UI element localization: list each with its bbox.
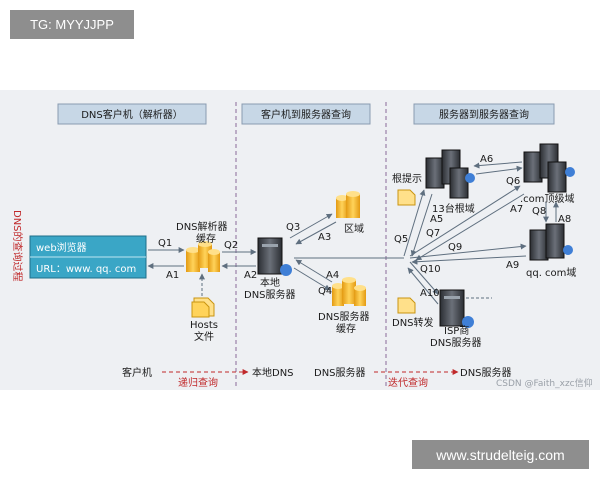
label-q7: Q7 [426,228,440,239]
dns-server-cache-icon [332,277,366,306]
label-a5: A5 [430,214,443,225]
label-a8: A8 [558,214,571,225]
arrow-a9 [411,255,527,265]
zone-icon [336,191,360,218]
web-browser: web浏览器 URL：www. qq. com [29,235,147,279]
section-header-server-server: 服务器到服务器查询 [413,103,555,125]
zone-label: 区域 [344,222,364,235]
label-a10: A10 [420,288,440,299]
label-a3: A3 [318,232,331,243]
arrow-q5 [403,189,426,257]
root-hint-icon [397,189,416,206]
footer-client: 客户机 [122,366,152,379]
com-domain-servers-icon [523,143,575,193]
local-dns-label-1: 本地 [260,276,280,289]
credit: CSDN @Faith_xzc信仰 [496,377,593,389]
qq-domain-label: qq. com域 [526,266,576,279]
arrow-q9 [409,243,527,259]
label-q8: Q8 [532,206,546,217]
arrow-q10 [409,261,439,295]
section-header-client: DNS客户机（解析器） [57,103,207,125]
svg-text:DNS客户机（解析器）: DNS客户机（解析器） [81,108,183,121]
label-a9: A9 [506,260,519,271]
label-a4: A4 [326,270,339,281]
top-tag: TG: MYYJJPP [10,10,134,39]
local-dns-label-2: DNS服务器 [244,288,296,301]
arrow-a7 [415,193,525,261]
root-domain-label: 13台根域 [432,202,475,215]
arrow-a6 [473,161,523,169]
side-title: DNS的查询过程 [11,210,24,282]
dns-cache-label-2: 缓存 [336,322,356,335]
label-q1: Q1 [158,238,172,249]
footer-dns-server: DNS服务器 [314,366,366,379]
hosts-label-1: Hosts [190,320,218,331]
label-q9: Q9 [448,242,462,253]
label-a7: A7 [510,204,523,215]
watermark: www.strudelteig.com [412,440,589,469]
section-header-client-server: 客户机到服务器查询 [241,103,371,125]
svg-text:服务器到服务器查询: 服务器到服务器查询 [439,108,529,121]
footer-iterative: 迭代查询 [388,376,428,389]
hosts-file-icon [191,297,215,318]
label-q3: Q3 [286,222,300,233]
label-q4: Q4 [318,286,332,297]
label-a6: A6 [480,154,493,165]
dns-forward-label: DNS转发 [392,316,434,329]
com-domain-label: .com顶级域 [520,192,575,205]
qq-domain-servers-icon [529,223,573,261]
svg-text:客户机到服务器查询: 客户机到服务器查询 [261,108,351,121]
dns-forward-icon [397,297,416,314]
label-q10: Q10 [420,264,441,275]
arrow-q6 [475,165,523,175]
label-q6: Q6 [506,176,520,187]
svg-text:web浏览器: web浏览器 [36,241,87,254]
arrow-a4 [295,259,333,283]
dns-query-diagram: DNS客户机（解析器） 客户机到服务器查询 服务器到服务器查询 DNS的查询过程… [0,90,600,390]
resolver-cache-label-1: DNS解析器 [176,220,228,233]
root-hint-label: 根提示 [392,172,422,185]
dns-cache-label-1: DNS服务器 [318,310,370,323]
footer-local-dns: 本地DNS [252,366,294,379]
label-a2: A2 [244,270,257,281]
arrow-q7 [409,185,521,257]
local-dns-server-icon [257,237,292,276]
footer-dns-server-2: DNS服务器 [460,366,512,379]
label-a1: A1 [166,270,179,281]
label-q2: Q2 [224,240,238,251]
arrow-a3 [295,221,337,245]
resolver-cache-label-2: 缓存 [196,232,216,245]
isp-dns-label-2: DNS服务器 [430,336,482,349]
root-domain-servers-icon [425,149,475,199]
arrow-q4 [293,267,331,291]
svg-text:URL：www. qq. com: URL：www. qq. com [36,264,136,275]
isp-dns-label-1: ISP商 [444,324,469,337]
label-q5: Q5 [394,234,408,245]
arrow-a10 [407,267,439,305]
resolver-cache-icon [186,241,220,272]
arrow-a5 [410,193,433,257]
footer-recursive: 递归查询 [178,376,218,389]
isp-dns-server-icon [439,289,474,328]
arrow-q3 [289,213,333,239]
hosts-label-2: 文件 [194,330,214,343]
